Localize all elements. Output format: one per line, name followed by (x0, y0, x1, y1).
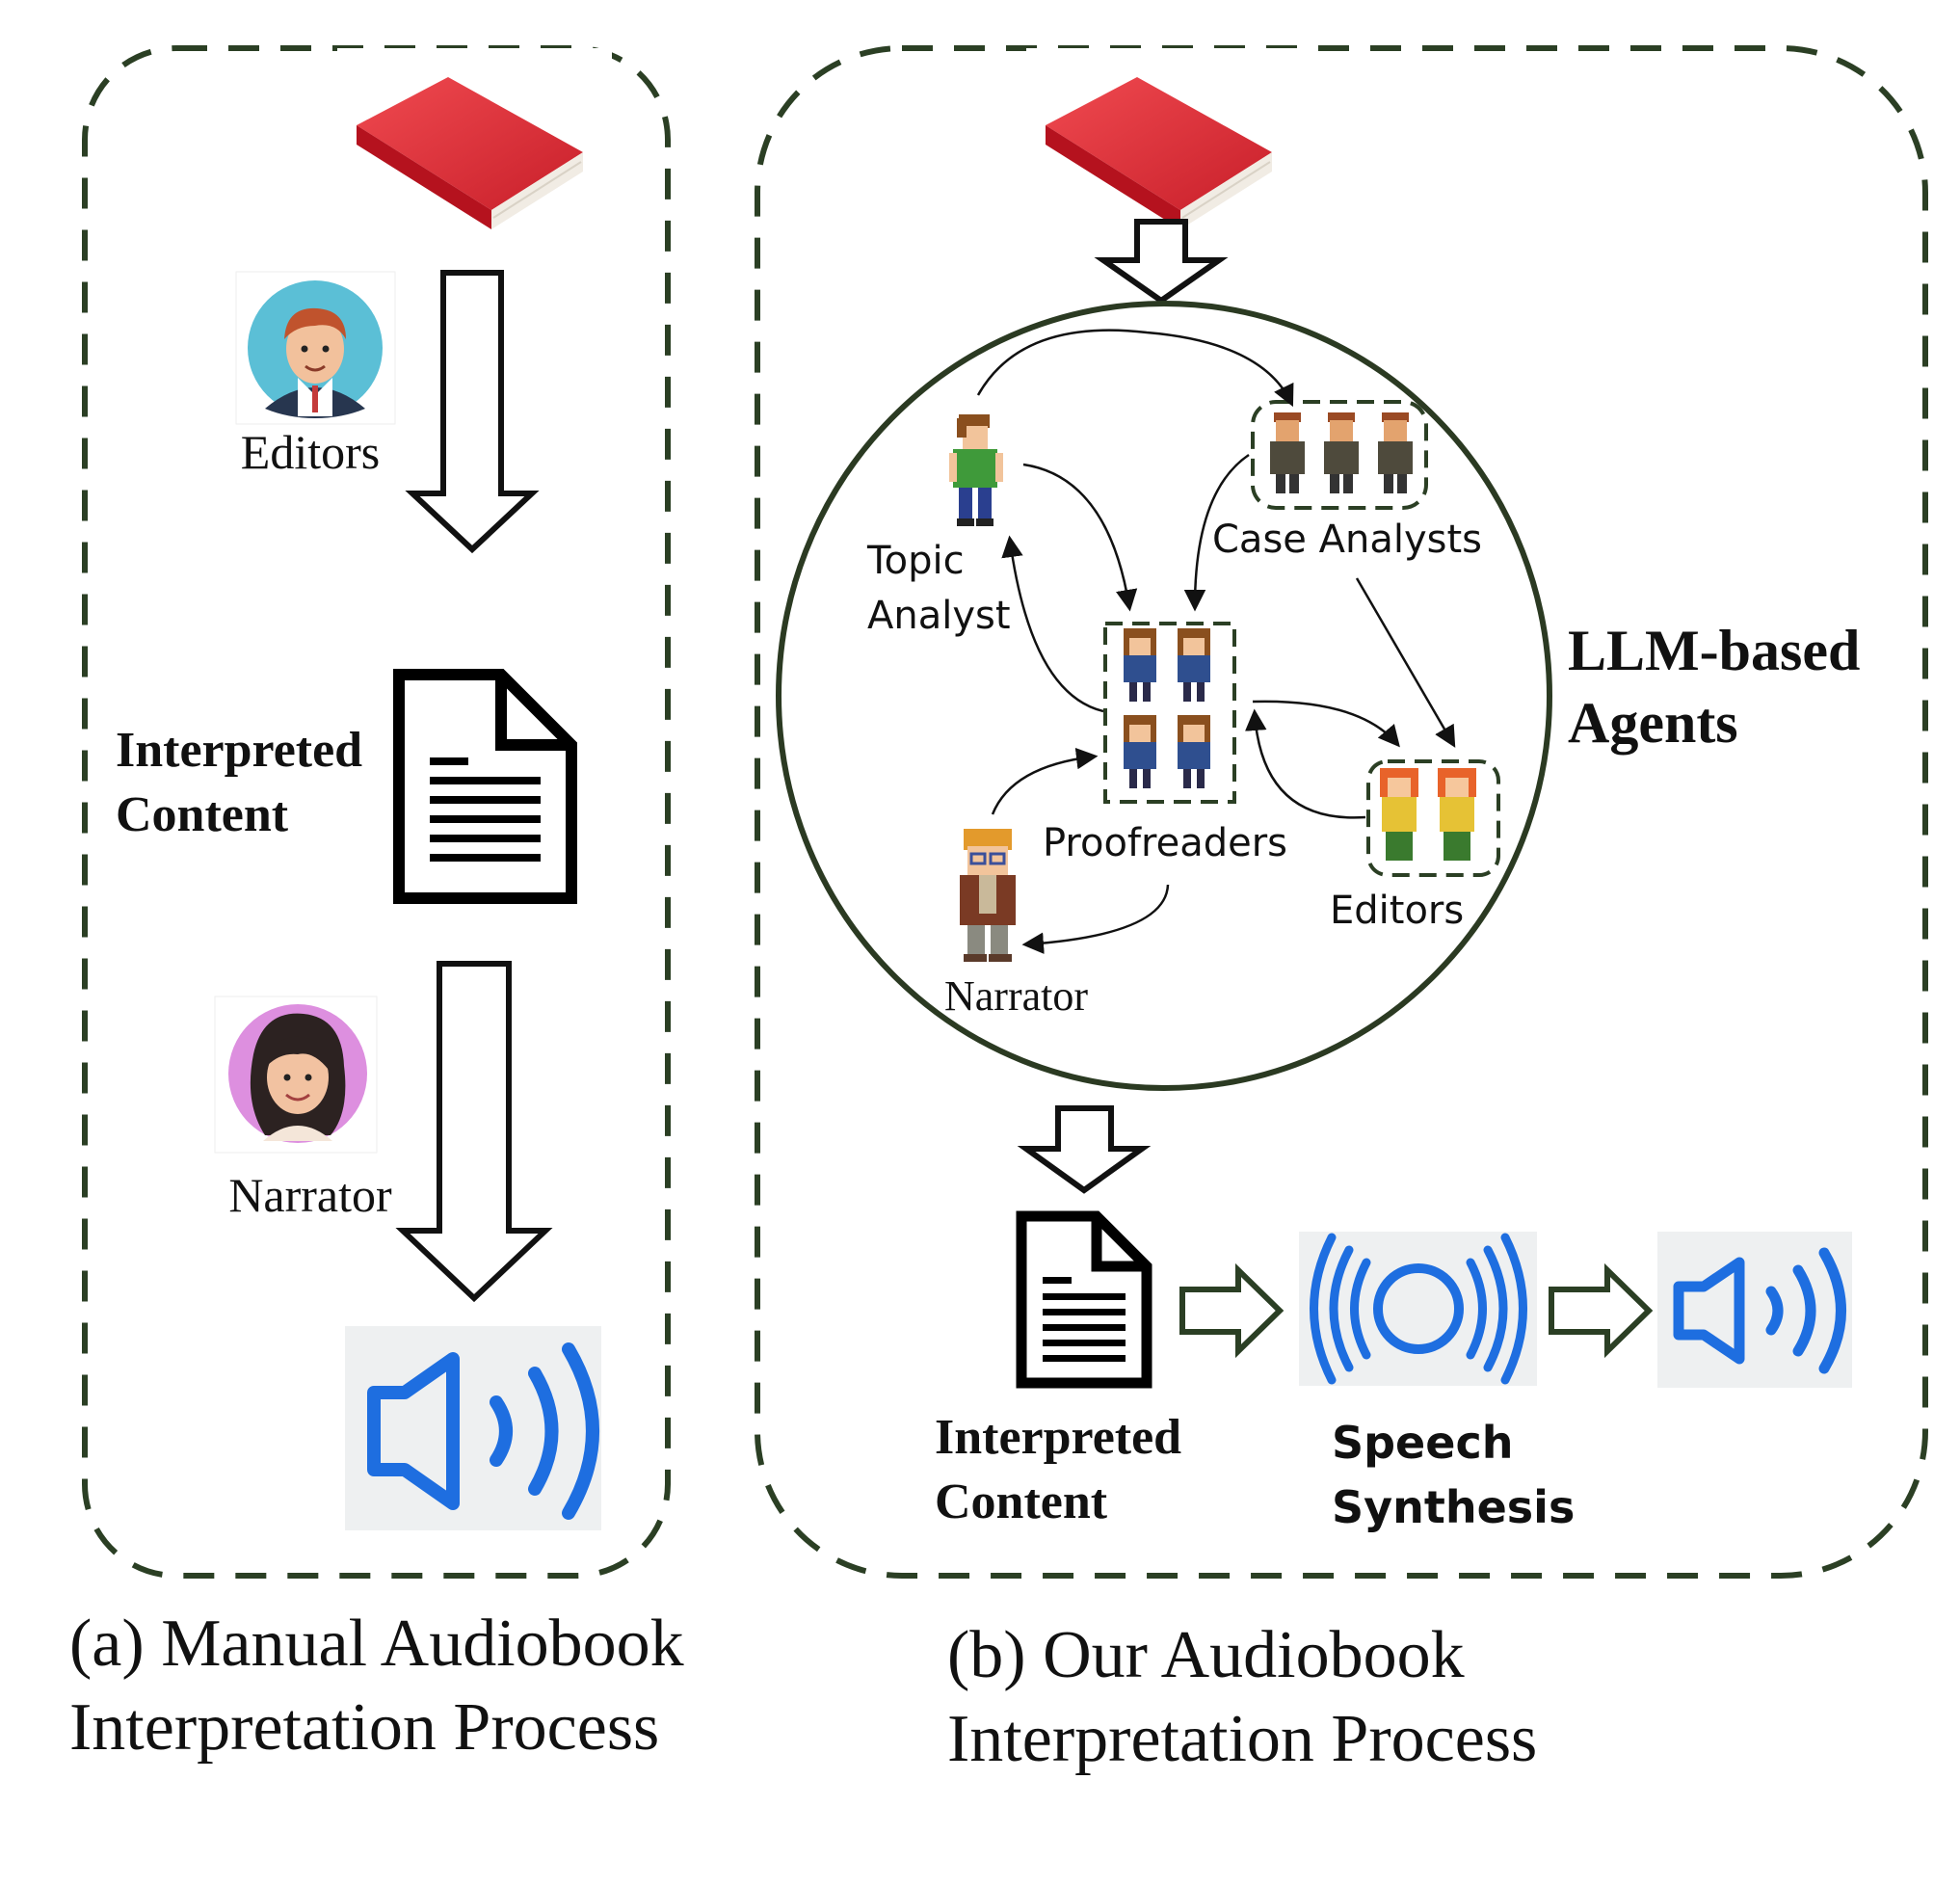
case-analyst-sprite (1378, 412, 1413, 493)
narrator-label: Narrator (228, 1168, 392, 1222)
speaker-icon (345, 1326, 601, 1530)
speaker-icon (1657, 1232, 1852, 1388)
arrow-proofreaders-to-editors (1252, 700, 1400, 748)
arrow-proofreaders-to-topic (1001, 535, 1104, 713)
proofreader-sprite (1124, 715, 1156, 788)
interpreted-content-label-line1: Interpreted (935, 1410, 1181, 1465)
caption-a-line2: Interpretation Process (69, 1690, 659, 1765)
editor-sprite (1438, 768, 1476, 861)
proofreader-sprite (1178, 715, 1210, 788)
arrow-topic-to-proofreaders (1022, 463, 1138, 612)
interpreted-content-label-line2: Content (116, 787, 289, 842)
case-analyst-sprite (1270, 412, 1305, 493)
editors-label: Editors (241, 425, 380, 479)
arrow-down-1 (405, 270, 540, 554)
arrow-down-2 (395, 961, 553, 1303)
proofreader-sprite (1124, 628, 1156, 702)
llm-agents-label-line2: Agents (1568, 691, 1738, 755)
narrator-avatar (214, 996, 378, 1154)
caption-b-line1: (b) Our Audiobook (947, 1618, 1465, 1692)
proofreader-sprite (1178, 628, 1210, 702)
topic-analyst-label-line1: Topic (866, 539, 965, 583)
agents-circle (776, 301, 1552, 1091)
topic-analyst-sprite (949, 414, 1003, 526)
book-icon (337, 48, 612, 231)
arrow-to-speech-synthesis (1179, 1262, 1285, 1359)
panel-a: Editors Interpreted Content (69, 45, 684, 1765)
editors-group (1366, 759, 1500, 877)
editor-sprite (1380, 768, 1418, 861)
case-analysts-group (1251, 400, 1428, 510)
editor-avatar (235, 271, 396, 425)
speech-synthesis-label-line2: Synthesis (1332, 1481, 1575, 1533)
arrow-case-to-editors (1355, 577, 1456, 748)
interpreted-content-label-line1: Interpreted (116, 723, 362, 778)
caption-a-line1: (a) Manual Audiobook (69, 1607, 684, 1681)
arrow-to-audio (1549, 1262, 1654, 1359)
caption-b-line2: Interpretation Process (947, 1702, 1537, 1776)
document-icon (1016, 1210, 1152, 1389)
case-analysts-label: Case Analysts (1212, 518, 1482, 562)
arrow-case-to-proofreaders (1183, 453, 1250, 612)
arrow-out-of-agents (1017, 1105, 1152, 1194)
editors-label: Editors (1330, 889, 1464, 933)
proofreaders-label: Proofreaders (1043, 821, 1287, 865)
speech-synthesis-icon (1299, 1232, 1537, 1386)
interpreted-content-label-line2: Content (935, 1474, 1108, 1529)
document-icon (393, 669, 577, 904)
panel-b: Topic Analyst Case Analysts (755, 45, 1928, 1776)
narrator-sprite (960, 829, 1016, 962)
speech-synthesis-label-line1: Speech (1332, 1417, 1513, 1469)
narrator-label: Narrator (944, 972, 1088, 1020)
case-analyst-sprite (1324, 412, 1359, 493)
arrow-proofreaders-to-narrator (1021, 884, 1170, 954)
llm-agents-label-line1: LLM-based (1568, 619, 1860, 682)
arrow-into-agents (1094, 219, 1229, 305)
topic-analyst-label-line2: Analyst (867, 594, 1011, 638)
arrow-editors-to-proofreaders (1245, 708, 1366, 819)
arrow-narrator-to-proofreaders (991, 747, 1099, 815)
arrow-topic-to-case (976, 329, 1294, 408)
panel-a-border (82, 45, 671, 1579)
proofreaders-group (1103, 622, 1236, 804)
panel-b-border (755, 45, 1928, 1579)
book-icon (1026, 48, 1301, 231)
